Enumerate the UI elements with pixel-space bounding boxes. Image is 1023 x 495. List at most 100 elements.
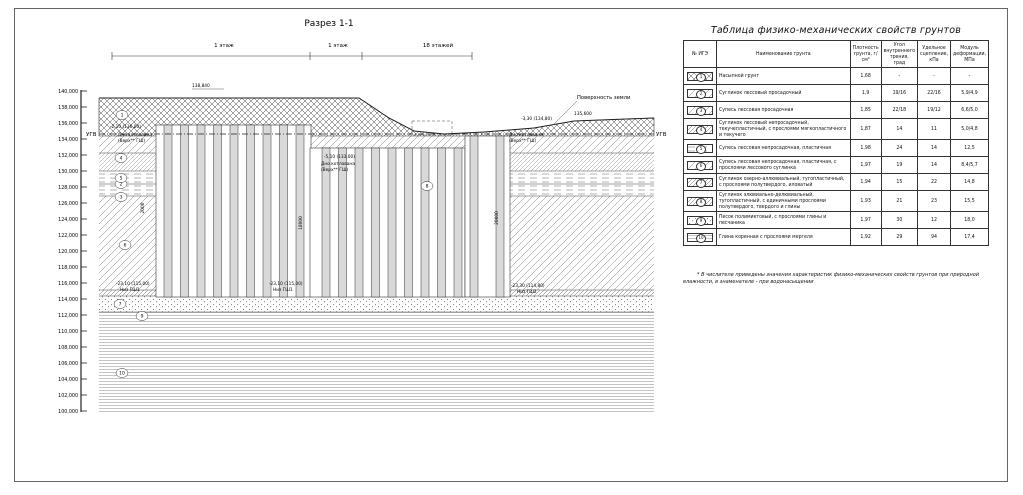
friction-cell: 19 [880,156,919,174]
pile [354,147,364,298]
ugv-label-left: УГВ [86,132,97,138]
soil-name: Суглинок озерно-аллювиальный, тугопласти… [716,173,851,191]
pile [279,124,288,298]
column-header: Плотность грунта, г/см³ [849,40,882,68]
pile [229,124,239,298]
friction-cell: 21 [880,190,919,212]
modulus-cell: - [949,67,990,85]
pit-bottom-label: Дно котлована [321,161,355,167]
layer-marker-circle [114,192,128,202]
swatch-cell: 9 [683,211,717,229]
level-label: -23,10 (115,00) [269,281,303,287]
igz-number: 10 [696,233,706,243]
igz-number: 2 [696,89,706,99]
axis-tick-label: 100,000 [58,409,78,415]
layer-marker-label: 2 [120,182,123,188]
table-header-row: № ИГЭ Наименование грунта Плотность грун… [683,40,990,68]
soil-name: Суглинок лессовый непросадочный, текучеп… [716,118,851,140]
swatch-cell: 8 [683,190,717,212]
soil-swatch-icon: 8 [687,196,713,207]
zone-label: 18 этажей [423,42,454,49]
modulus-cell: 8,4/5,7 [949,156,990,174]
zone-label: 1 этаж [328,43,348,49]
level-label: -2,10 (136,00) [110,124,141,130]
section-title: Разрез 1-1 [304,19,353,29]
density-cell: 1,92 [849,228,882,246]
igz-number: 8 [696,197,706,207]
modulus-cell: 12,5 [949,139,990,157]
axis-tick-label: 110,000 [58,329,78,335]
layer-marker-label: 3 [120,195,123,201]
igz-number: 4 [696,125,706,135]
density-cell: 1,87 [849,118,882,140]
cohesion-cell: 94 [917,228,951,246]
modulus-cell: 15,5 [949,190,990,212]
swatch-cell: 4 [683,118,717,140]
axis-tick-label: 132,000 [58,153,78,159]
soil-name: Насыпной грунт [716,67,851,85]
pit-bottom-label: (Верх** ГШ) [509,138,536,144]
soil-swatch-icon: 1 [687,71,713,82]
soil-name: Супесь лессовая непросадочная, пластична… [716,156,851,174]
igz-number: 5 [696,144,706,154]
soil-swatch-icon: 5 [687,143,713,154]
table-title: Таблица физико-механических свойств грун… [710,25,962,36]
table-row: 8 Суглинок элювиально-делювиальный, тугоп… [683,190,990,212]
level-label: -5,10 (133,00) [324,154,355,160]
swatch-cell: 2 [683,84,717,102]
swatch-cell: 1 [683,67,717,85]
drawing-frame [14,8,1008,482]
soil-name: Суглинок элювиально-делювиальный, тугопл… [716,190,851,212]
soil-swatch-icon: 9 [687,215,713,226]
friction-cell: 15 [880,173,919,191]
density-cell: 1,9 [849,84,882,102]
axis-tick-label: 126,000 [58,201,78,207]
modulus-cell: 18,0 [949,211,990,229]
modulus-cell: 14,8 [949,173,990,191]
layer-marker-label: 10 [119,371,125,377]
density-cell: 1,98 [849,139,882,157]
pit-bottom-label: Дно котлована [118,132,152,138]
piles [163,120,505,298]
density-cell: 1,97 [849,211,882,229]
cohesion-cell: 19/12 [917,101,951,119]
column-header: Наименование грунта [716,40,851,68]
friction-cell: - [880,67,919,85]
cohesion-cell: 14 [917,139,951,157]
zone-label: 1 этаж [214,43,234,49]
table-row: 4 Суглинок лессовый непросадочный, текуче… [683,118,990,140]
layer-marker-label: 6 [124,243,127,249]
axis-tick-label: 124,000 [58,217,78,223]
pile [387,147,397,298]
soil-swatch-icon: 7 [687,177,713,188]
axis-tick-label: 140,000 [58,89,78,95]
friction-cell: 29 [880,228,919,246]
cohesion-cell: 12 [917,211,951,229]
pile-length: 18000 [298,216,304,230]
layer-marker-label: 5 [120,176,123,182]
soil-layer-10 [99,312,654,412]
layer-marker-label: 4 [120,156,123,162]
column-header: № ИГЭ [683,40,717,68]
layer-marker-circle [114,173,128,183]
level-label: -3,30 (134,80) [521,116,552,122]
soil-name: Глина коренная с прослоями мергеля [716,228,851,246]
pile-tip-label: Низ ГШ1 [273,287,293,293]
pile [404,147,413,298]
axis-tick-label: 136,000 [58,121,78,127]
pile-length: 2000 [140,202,146,213]
layer-marker-circle [118,240,132,250]
surface-label: Поверхность земли [577,95,630,101]
axis-tick-label: 130,000 [58,169,78,175]
layer-marker-circle [115,110,129,120]
axis-tick-label: 116,000 [58,281,78,287]
ugv-label-right: УГВ [656,132,667,138]
pile [213,124,222,298]
axis-tick-label: 120,000 [58,249,78,255]
layer-marker-label: 1 [121,113,124,119]
friction-cell: 30 [880,211,919,229]
